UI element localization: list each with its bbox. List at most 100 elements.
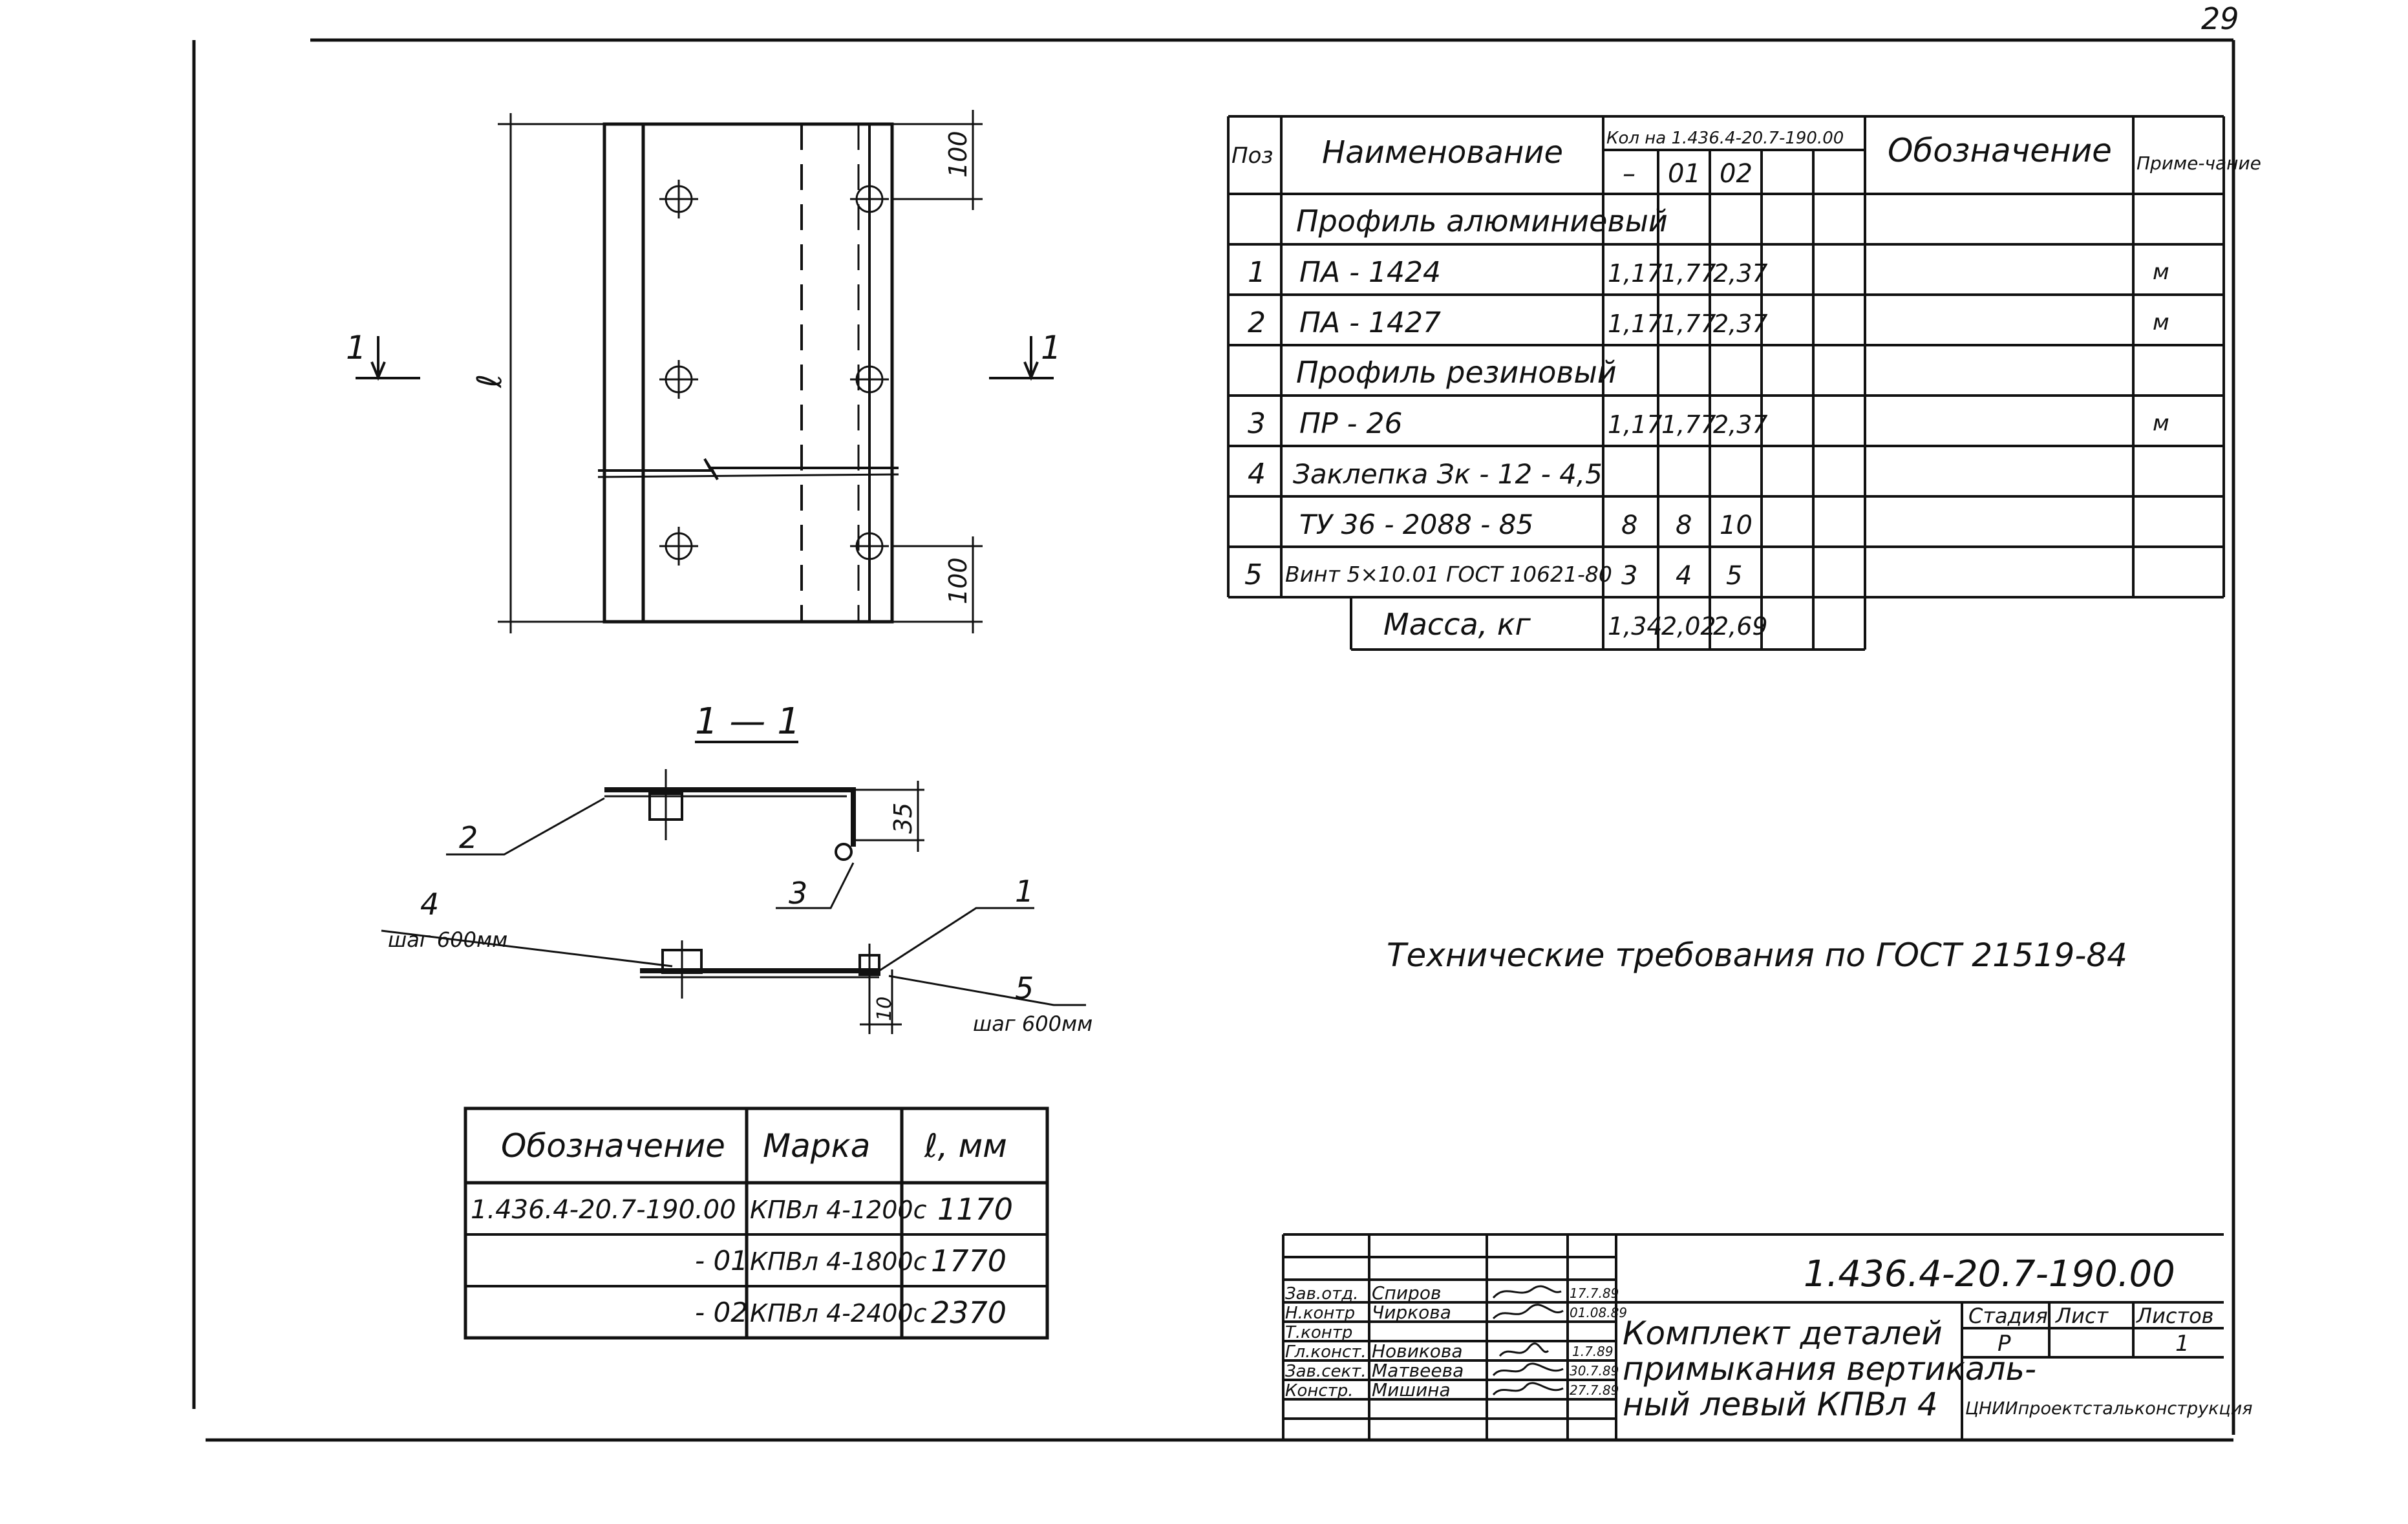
signature-rows: Зав.отд. Спиров 17.7.89 Н.контр Чиркова … [1285, 1282, 1627, 1401]
organization: ЦНИИпроектстальконструкция [1965, 1399, 2253, 1419]
dim-height: 35 [889, 803, 917, 834]
spec-pos: 1 [1248, 256, 1266, 289]
sig-name: Матвеева [1372, 1360, 1464, 1381]
sig-name: Чиркова [1372, 1302, 1451, 1323]
spec-mass-row: Масса, кг 1,34 2,02 2,69 [1383, 607, 1768, 642]
marks-row: 1.436.4-20.7-190.00 КПВл 4-1200с 1170 [471, 1192, 1013, 1227]
dim-top: 100 [944, 131, 972, 178]
marks-designation: - 02 [695, 1296, 748, 1328]
title-line-3: ный левый КПВл 4 [1623, 1386, 1938, 1423]
sig-date: 01.08.89 [1570, 1305, 1627, 1320]
spec-pos: 5 [1244, 558, 1263, 591]
spec-name: Профиль алюминиевый [1296, 204, 1668, 238]
stage-label: Стадия [1968, 1304, 2048, 1328]
sig-name: Спиров [1372, 1282, 1441, 1304]
marks-header-designation: Обозначение [501, 1127, 725, 1165]
section-marker-right: 1 [1041, 329, 1061, 366]
marks-designation: 1.436.4-20.7-190.00 [471, 1195, 736, 1225]
marks-length: 2370 [931, 1295, 1007, 1330]
section-title: 1 — 1 [695, 701, 800, 743]
spec-row: ТУ 36 - 2088 - 85 8 8 10 [1299, 509, 1753, 540]
marks-table-grid [463, 1106, 1049, 1340]
sig-role: Гл.конст. [1285, 1342, 1367, 1362]
sheet-label: Лист [2055, 1304, 2109, 1328]
dim-length: ℓ [471, 374, 509, 388]
header-name: Наименование [1322, 134, 1563, 171]
marks-row: - 02 КПВл 4-2400с 2370 [695, 1295, 1007, 1330]
spec-note: м [2153, 310, 2169, 335]
marks-length: 1170 [937, 1192, 1013, 1227]
spec-row: 3 ПР - 26 1,17 1,77 2,37 м [1248, 407, 2169, 440]
dim-offset: 10 [873, 997, 896, 1021]
spec-pos: 2 [1248, 306, 1266, 339]
stage-value: Р [1998, 1331, 2011, 1357]
sig-role: Н.контр [1285, 1304, 1355, 1323]
header-note: Приме-чание [2136, 153, 2261, 174]
sheets-value: 1 [2175, 1331, 2190, 1357]
header-col-01: 01 [1668, 159, 1701, 189]
spec-q0: 1,17 [1608, 410, 1663, 439]
header-designation: Обозначение [1888, 132, 2112, 169]
section-marker-left: 1 [346, 329, 367, 366]
spec-note: м [2153, 410, 2169, 436]
mass-label: Масса, кг [1383, 607, 1531, 642]
bolt-holes [659, 180, 889, 566]
spec-rows: Профиль алюминиевый 1 ПА - 1424 1,17 1,7… [1244, 204, 2169, 642]
marks-designation: - 01 [695, 1245, 748, 1276]
plan-view [356, 110, 1054, 633]
marks-header-mark: Марка [763, 1127, 870, 1165]
signature-row: Н.контр Чиркова 01.08.89 [1285, 1302, 1627, 1323]
spec-q2: 2,37 [1713, 259, 1768, 288]
mass-q2: 2,69 [1713, 612, 1768, 640]
spec-q0: 3 [1621, 561, 1637, 591]
spec-q2: 5 [1726, 561, 1742, 591]
mass-q1: 2,02 [1661, 612, 1716, 640]
spec-q1: 8 [1676, 511, 1692, 540]
signature-row: Зав.отд. Спиров 17.7.89 [1285, 1282, 1619, 1304]
callout-2: 2 [459, 820, 478, 855]
spec-row: 2 ПА - 1427 1,17 1,77 2,37 м [1248, 306, 2169, 339]
spec-name: Профиль резиновый [1296, 355, 1617, 390]
marks-header-length: ℓ, мм [924, 1127, 1007, 1165]
sig-role: Т.контр [1285, 1323, 1352, 1342]
mass-q0: 1,34 [1608, 612, 1663, 640]
spec-note: м [2153, 259, 2169, 285]
spec-q1: 1,77 [1661, 410, 1716, 439]
header-pos: Поз [1231, 143, 1273, 169]
page-number: 29 [2201, 1, 2239, 36]
spec-q1: 1,77 [1661, 259, 1716, 288]
spec-table-header: Поз Наименование Кол на 1.436.4-20.7-190… [1231, 129, 2261, 189]
spec-name: ТУ 36 - 2088 - 85 [1299, 509, 1533, 540]
spec-name: ПА - 1427 [1299, 306, 1441, 339]
title-block-grid [1282, 1233, 2224, 1440]
spec-row: Профиль резиновый [1296, 355, 1617, 390]
title-line-1: Комплект деталей [1623, 1315, 1943, 1352]
sig-role: Зав.отд. [1285, 1284, 1358, 1304]
sig-name: Мишина [1372, 1379, 1451, 1401]
spec-q1: 1,77 [1661, 310, 1716, 338]
signature-mark [1492, 1382, 1564, 1396]
callout-3: 3 [789, 876, 807, 911]
spec-pos: 3 [1248, 407, 1266, 440]
signature-mark [1498, 1342, 1550, 1357]
section-view [381, 769, 1086, 1034]
sig-date: 17.7.89 [1570, 1286, 1619, 1301]
callout-1: 1 [1015, 874, 1034, 909]
marks-row: - 01 КПВл 4-1800с 1770 [695, 1244, 1007, 1278]
callout-5-note: шаг 600мм [973, 1011, 1092, 1036]
spec-row: Профиль алюминиевый [1296, 204, 1668, 238]
tech-requirements: Технические требования по ГОСТ 21519-84 [1387, 937, 2127, 974]
spec-q0: 1,17 [1608, 310, 1663, 338]
sig-date: 30.7.89 [1570, 1363, 1619, 1379]
sheet-frame [192, 38, 2235, 1442]
spec-q2: 10 [1720, 511, 1753, 540]
signature-row: Констр. Мишина 27.7.89 [1285, 1379, 1619, 1401]
sig-role: Констр. [1285, 1381, 1354, 1401]
spec-row: 1 ПА - 1424 1,17 1,77 2,37 м [1248, 256, 2169, 289]
signature-mark [1492, 1304, 1564, 1320]
spec-q0: 8 [1621, 511, 1637, 540]
signature-row: Т.контр [1285, 1323, 1352, 1342]
spec-name: ПР - 26 [1299, 407, 1402, 440]
spec-name: Заклепка Зк - 12 - 4,5 [1293, 458, 1603, 490]
